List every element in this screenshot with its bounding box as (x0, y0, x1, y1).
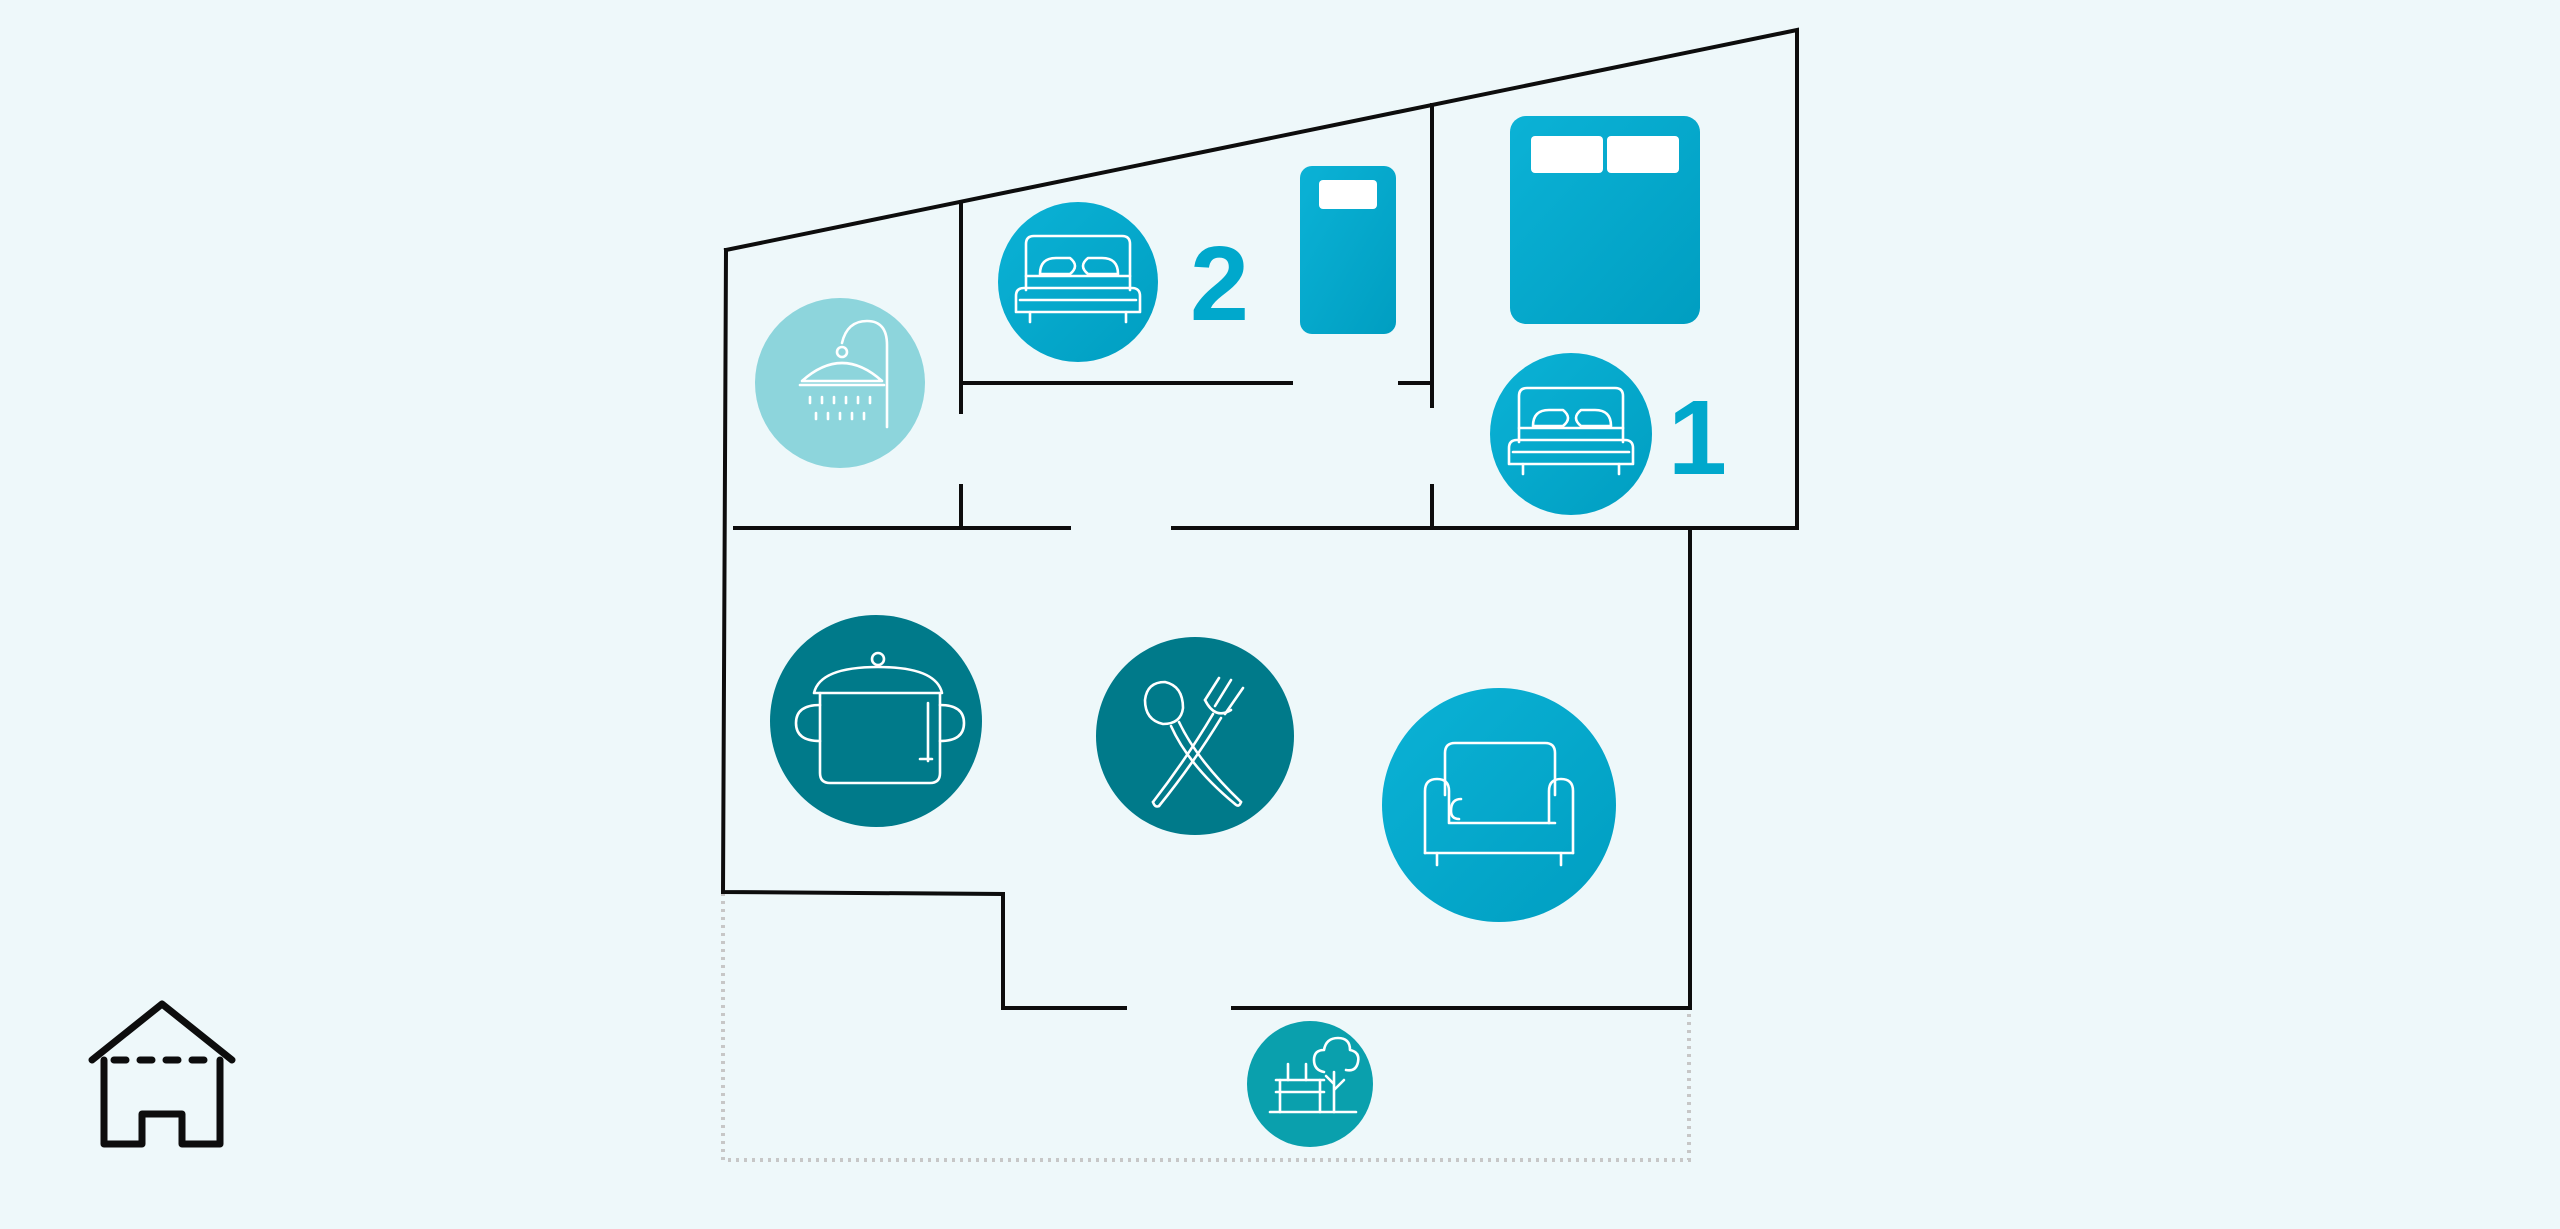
kitchen-circle (770, 615, 982, 827)
bedroom-1-circle (1490, 353, 1652, 515)
terrace-badge (1247, 1021, 1373, 1147)
cooking-pot-icon (794, 651, 966, 785)
terrace-circle (1247, 1021, 1373, 1147)
living-room-circle (1382, 688, 1616, 922)
dining-badge (1096, 637, 1294, 835)
bedroom-2-circle (998, 202, 1158, 362)
kitchen-badge (770, 615, 982, 827)
outer-walls (720, 27, 1799, 1010)
single-bed-icon (1300, 166, 1396, 334)
garden-bench-tree-icon (1268, 1036, 1360, 1114)
bedroom-1-number: 1 (1668, 379, 1727, 497)
terrace-outline (721, 893, 1691, 1162)
interior-walls (733, 103, 1692, 530)
shower-icon (798, 319, 889, 429)
house-icon (88, 1000, 236, 1148)
living-room-badge (1382, 688, 1616, 922)
bedroom-1-badge: 1 (1490, 353, 1727, 515)
dining-circle (1096, 637, 1294, 835)
bathroom-circle (755, 298, 925, 468)
bedroom-2-number: 2 (1190, 225, 1249, 343)
sofa-icon (1423, 741, 1575, 867)
double-bed-icon (1510, 116, 1700, 324)
fork-spoon-icon (1143, 676, 1245, 808)
bathroom-badge (755, 298, 925, 468)
bedroom-2-badge: 2 (998, 202, 1249, 362)
